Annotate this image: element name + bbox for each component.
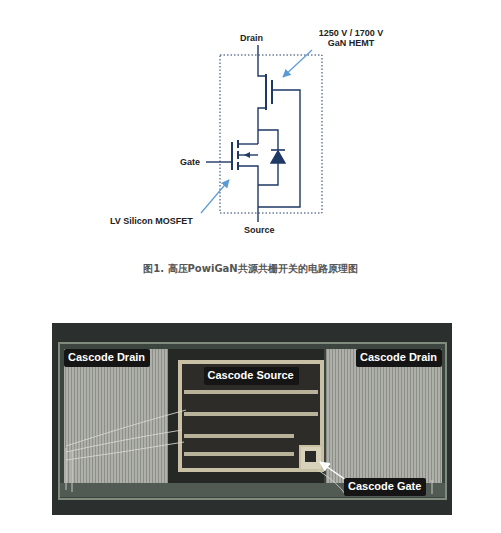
label-box: Cascode Drain bbox=[64, 349, 150, 367]
schematic-label: LV Silicon MOSFET bbox=[110, 216, 193, 226]
leader-line bbox=[320, 462, 346, 480]
label-text: Cascode Gate bbox=[348, 480, 422, 493]
schematic-label: Drain bbox=[240, 33, 263, 43]
schematic-label: 1250 V / 1700 V GaN HEMT bbox=[314, 28, 388, 49]
label-box: Cascode Gate bbox=[344, 478, 426, 496]
schematic-label: Gate bbox=[180, 157, 200, 167]
schematic-label: Source bbox=[244, 225, 275, 235]
leader-line bbox=[283, 50, 312, 77]
figure-caption: 图1. 高压PowiGaN共源共栅开关的电路原理图 bbox=[0, 262, 501, 276]
cascode-schematic bbox=[206, 45, 322, 222]
leader-line bbox=[201, 180, 229, 213]
label-text: Cascode Source bbox=[208, 369, 295, 382]
label-box: Cascode Drain bbox=[356, 349, 442, 367]
label-box: Cascode Source bbox=[204, 367, 299, 385]
label-text: Cascode Drain bbox=[360, 351, 438, 364]
body-arrow bbox=[244, 152, 250, 158]
label-text: Cascode Drain bbox=[68, 351, 146, 364]
die-photo bbox=[52, 323, 452, 515]
